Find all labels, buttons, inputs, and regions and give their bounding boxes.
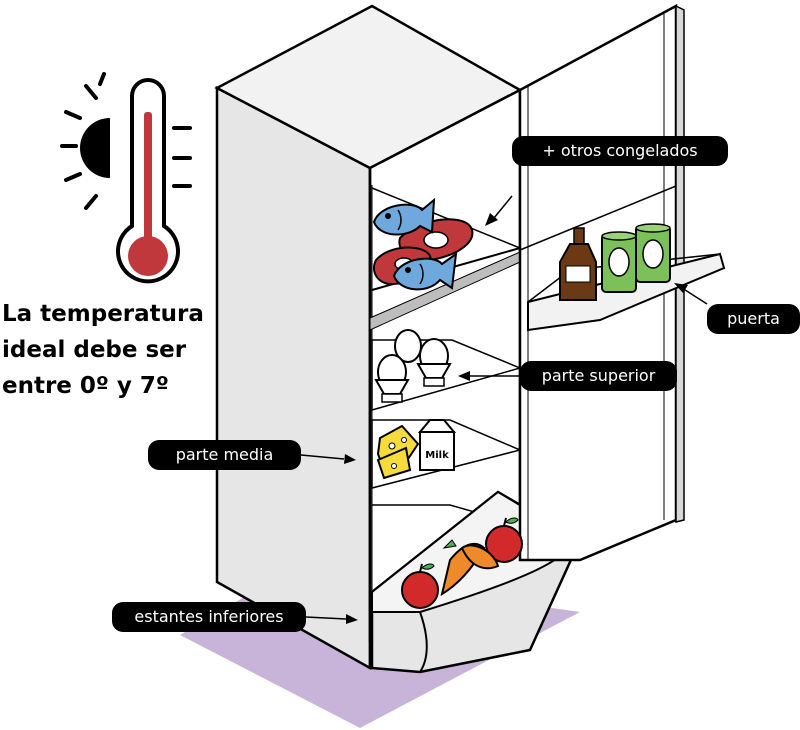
fish <box>372 197 436 236</box>
carrot <box>440 539 500 597</box>
can <box>635 223 671 283</box>
temperature-line-2: ideal debe ser <box>2 337 187 363</box>
temperature-line-1: La temperatura <box>2 301 204 327</box>
fish <box>392 251 458 291</box>
thermometer-icon <box>60 72 192 284</box>
fridge-side-panel <box>215 85 372 671</box>
apple <box>485 517 523 563</box>
bottle <box>559 227 597 301</box>
temperature-note: La temperatura ideal debe ser entre 0º y… <box>2 296 217 404</box>
can <box>601 231 637 293</box>
label-parte-media: parte media <box>148 440 301 470</box>
annotation-arrows <box>300 195 708 624</box>
milk-carton: Milk <box>417 419 457 471</box>
cheese <box>376 424 420 480</box>
label-parte-superior: parte superior <box>520 361 677 391</box>
milk-label: Milk <box>425 450 449 461</box>
temperature-line-3: entre 0º y 7º <box>2 373 169 399</box>
egg <box>374 329 452 403</box>
label-otros-congelados: + otros congelados <box>512 136 728 166</box>
label-estantes-inferiores: estantes inferiores <box>112 602 306 632</box>
label-puerta: puerta <box>707 304 800 334</box>
apple <box>401 563 439 609</box>
